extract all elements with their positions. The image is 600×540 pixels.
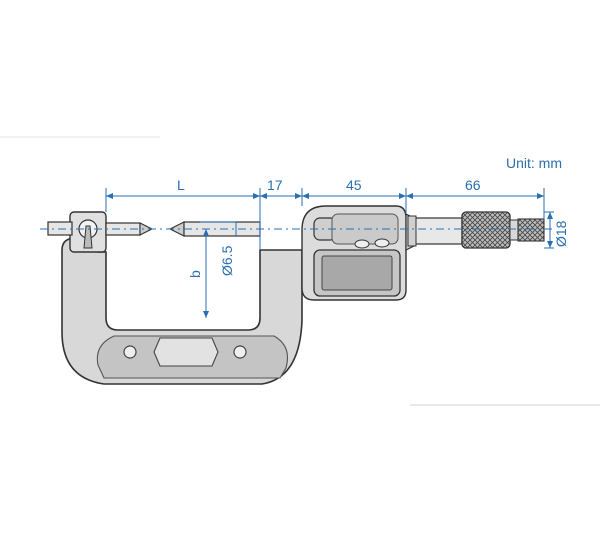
arrowheads	[106, 193, 553, 318]
digital-head	[301, 205, 407, 301]
head-button-1	[354, 239, 370, 249]
knurled-thimble	[461, 211, 511, 249]
frame	[61, 237, 303, 385]
unit-label: Unit: mm	[506, 155, 562, 171]
dim-l-label: L	[177, 177, 185, 193]
thimble-assembly	[405, 211, 545, 251]
dim-66-label: 66	[465, 177, 481, 193]
dim-b-label: b	[187, 270, 203, 278]
dim-dia65-label: Ø6.5	[219, 245, 235, 276]
frame-hole-right	[233, 345, 247, 359]
head-button-2	[374, 238, 390, 248]
frame-hole-left	[123, 345, 137, 359]
dim-17-label: 17	[267, 177, 283, 193]
dim-45-label: 45	[346, 177, 362, 193]
dim-dia18-label: Ø18	[553, 220, 569, 247]
ratchet	[517, 218, 545, 242]
